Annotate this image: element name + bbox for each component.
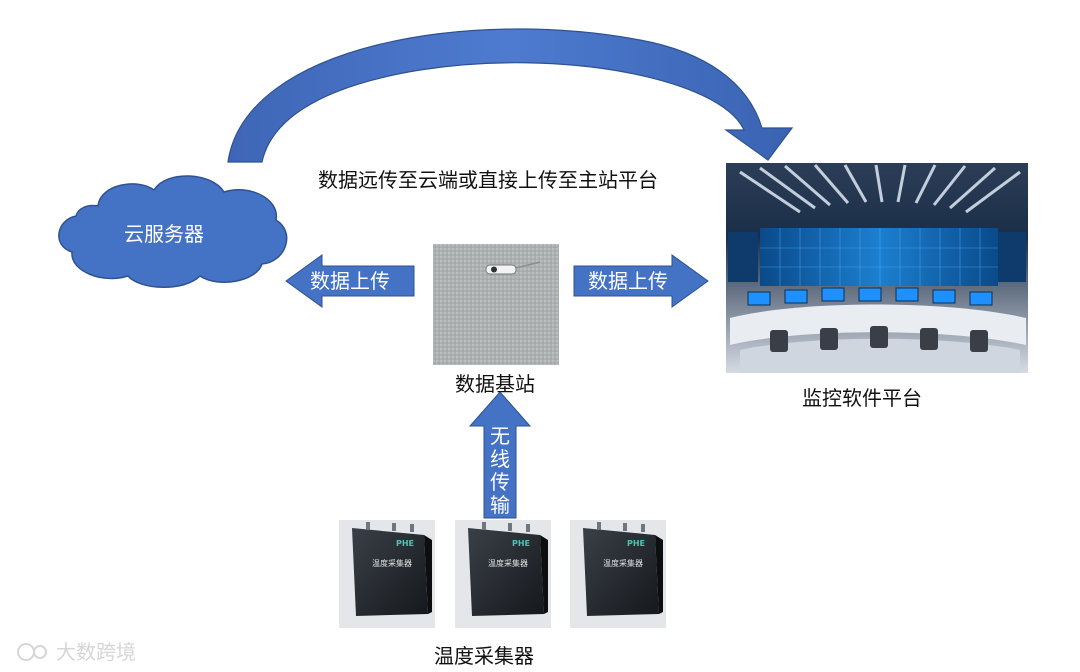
watermark-logo-icon bbox=[17, 643, 47, 661]
collector-label: 温度采集器 bbox=[434, 644, 534, 668]
base-station-image bbox=[433, 244, 559, 365]
device-brand-3: PHE bbox=[627, 539, 645, 548]
collector-device-image: PHE 温度采集器 bbox=[339, 520, 435, 628]
top-caption: 数据远传至云端或直接上传至主站平台 bbox=[318, 168, 658, 192]
collector-device-image: PHE 温度采集器 bbox=[570, 520, 666, 628]
collector-device-image: PHE 温度采集器 bbox=[455, 520, 551, 628]
cloud-label: 云服务器 bbox=[124, 222, 204, 246]
watermark-text: 大数跨境 bbox=[56, 640, 136, 664]
curved-arrow-icon bbox=[227, 28, 794, 163]
device-title-2: 温度采集器 bbox=[488, 558, 528, 568]
device-title-3: 温度采集器 bbox=[603, 558, 643, 568]
wireless-label: 无线传输 bbox=[490, 424, 510, 517]
device-title-1: 温度采集器 bbox=[372, 558, 412, 568]
arrow-right-icon bbox=[573, 254, 709, 308]
upload-left-label: 数据上传 bbox=[310, 269, 390, 293]
device-brand-1: PHE bbox=[396, 539, 414, 548]
monitor-platform-label: 监控软件平台 bbox=[802, 386, 922, 410]
cloud-shape bbox=[58, 175, 288, 288]
base-station-label: 数据基站 bbox=[455, 372, 535, 396]
control-room-image bbox=[726, 163, 1028, 373]
upload-right-label: 数据上传 bbox=[588, 269, 668, 293]
arrow-up-icon bbox=[468, 391, 532, 519]
device-brand-2: PHE bbox=[512, 539, 530, 548]
arrow-left-icon bbox=[285, 254, 415, 308]
